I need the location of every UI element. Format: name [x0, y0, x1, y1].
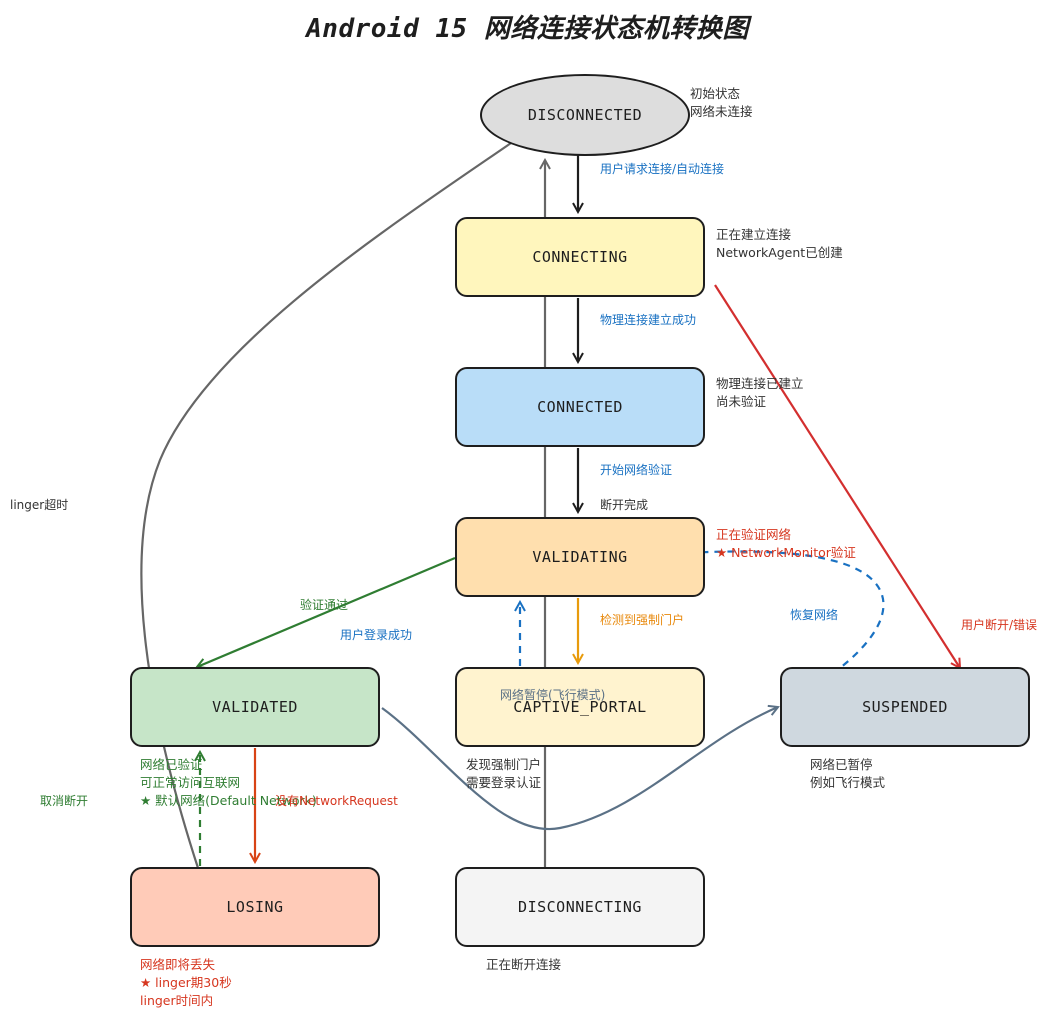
label-disconnect-done: 断开完成	[600, 498, 649, 512]
note-line: 正在断开连接	[486, 957, 562, 972]
state-disconnecting: DISCONNECTING	[455, 867, 705, 947]
note-captive-portal: 发现强制门户 需要登录认证	[466, 756, 541, 792]
state-connecting: CONNECTING	[455, 217, 705, 297]
label-physical-ok: 物理连接建立成功	[600, 313, 697, 327]
state-losing-label: LOSING	[226, 898, 284, 916]
note-connected: 物理连接已建立 尚未验证	[716, 375, 804, 411]
label-cancel-disconnect: 取消断开	[40, 794, 89, 808]
label-login-success: 用户登录成功	[340, 628, 413, 642]
note-line: ★ NetworkMonitor验证	[716, 545, 856, 560]
note-disconnecting: 正在断开连接	[486, 956, 561, 974]
note-suspended: 网络已暂停 例如飞行模式	[810, 756, 885, 792]
diagram-title: Android 15 网络连接状态机转换图	[306, 14, 749, 44]
note-line: 初始状态	[690, 86, 741, 101]
state-losing: LOSING	[130, 867, 380, 947]
state-connected-label: CONNECTED	[537, 398, 623, 416]
state-connected: CONNECTED	[455, 367, 705, 447]
note-validated: 网络已验证 可正常访问互联网 ★ 默认网络(Default Network)	[140, 756, 317, 810]
state-disconnected-label: DISCONNECTED	[527, 105, 643, 124]
note-line: ★ linger期30秒	[140, 975, 232, 990]
label-start-validation: 开始网络验证	[600, 463, 673, 477]
note-line: 正在建立连接	[716, 227, 792, 242]
state-captive-portal: CAPTIVE_PORTAL	[455, 667, 705, 747]
note-line: 可正常访问互联网	[140, 775, 241, 790]
label-user-request: 用户请求连接/自动连接	[600, 162, 725, 176]
note-line: 网络已验证	[140, 757, 203, 772]
label-linger-timeout: linger超时	[10, 498, 69, 512]
note-line: ★ 默认网络(Default Network)	[140, 793, 317, 808]
label-network-paused: 网络暂停(飞行模式)	[500, 688, 606, 702]
state-captive-portal-label: CAPTIVE_PORTAL	[513, 698, 647, 716]
arrow-connecting-to-suspended	[714, 284, 960, 668]
label-validation-passed: 验证通过	[300, 598, 349, 612]
note-line: 尚未验证	[716, 394, 767, 409]
note-line: 网络未连接	[690, 104, 753, 119]
arrow-validated-to-suspended	[381, 707, 778, 831]
note-line: 网络已暂停	[810, 757, 873, 772]
label-no-request: 没有NetworkRequest	[275, 794, 398, 808]
arrow-suspended-to-validating	[670, 551, 885, 696]
arrow-validating-to-validated	[197, 556, 456, 667]
label-user-disconnect-error: 用户断开/错误	[961, 618, 1038, 632]
state-connecting-label: CONNECTING	[532, 248, 628, 266]
note-line: 正在验证网络	[716, 527, 792, 542]
note-disconnected: 初始状态 网络未连接	[690, 85, 753, 121]
note-validating: 正在验证网络 ★ NetworkMonitor验证	[716, 526, 856, 562]
note-losing: 网络即将丢失 ★ linger期30秒 linger时间内	[140, 956, 232, 1010]
note-line: 发现强制门户	[466, 757, 542, 772]
state-disconnecting-label: DISCONNECTING	[518, 898, 642, 916]
state-disconnected: DISCONNECTED	[480, 74, 690, 156]
note-line: 物理连接已建立	[716, 376, 804, 391]
state-suspended-label: SUSPENDED	[862, 698, 948, 716]
note-line: 网络即将丢失	[140, 957, 216, 972]
state-validated: VALIDATED	[130, 667, 380, 747]
note-line: NetworkAgent已创建	[716, 245, 843, 260]
note-connecting: 正在建立连接 NetworkAgent已创建	[716, 226, 843, 262]
label-resume-network: 恢复网络	[790, 608, 839, 622]
state-validating-label: VALIDATING	[532, 548, 628, 566]
note-line: linger时间内	[140, 993, 214, 1008]
state-validated-label: VALIDATED	[212, 698, 298, 716]
state-validating: VALIDATING	[455, 517, 705, 597]
note-line: 需要登录认证	[466, 775, 542, 790]
label-captive-detected: 检测到强制门户	[600, 613, 685, 627]
state-suspended: SUSPENDED	[780, 667, 1030, 747]
note-line: 例如飞行模式	[810, 775, 886, 790]
